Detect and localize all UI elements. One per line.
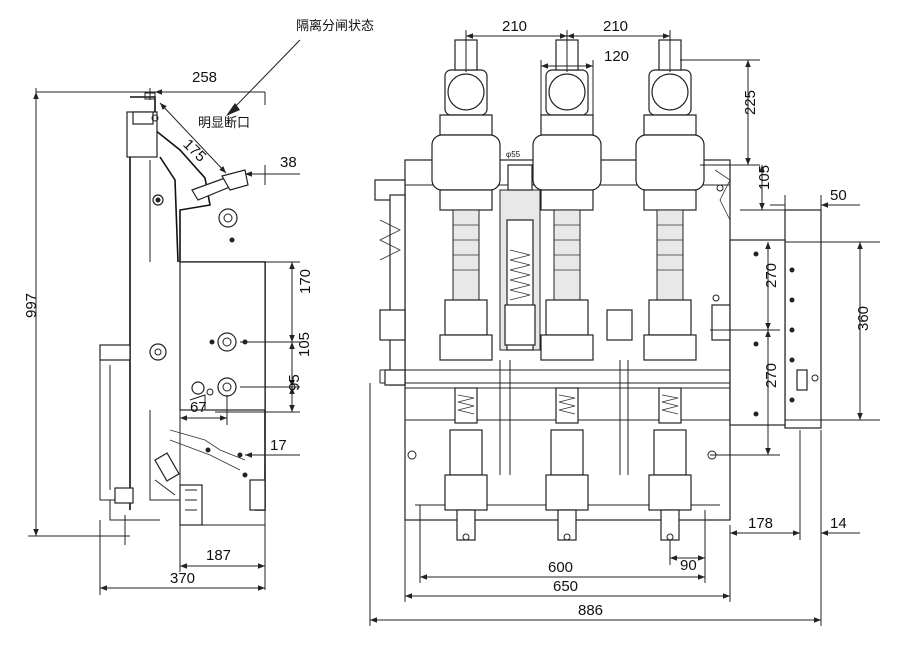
dim-105-side: 105 bbox=[296, 332, 313, 357]
dim-38: 38 bbox=[280, 154, 297, 171]
dim-175: 175 bbox=[180, 136, 210, 166]
phase-pole-middle bbox=[532, 39, 602, 541]
side-dimensions bbox=[28, 39, 301, 595]
dim-178: 178 bbox=[748, 515, 773, 532]
front-labels: 210 210 120 225 105 50 270 270 360 178 1… bbox=[502, 18, 872, 619]
dim-360: 360 bbox=[855, 306, 872, 331]
dim-120: 120 bbox=[604, 48, 629, 65]
dim-90: 90 bbox=[680, 557, 697, 574]
side-labels: 隔离分闸状态 明显断口 258 175 38 997 170 105 95 67… bbox=[23, 18, 374, 587]
dim-258: 258 bbox=[192, 69, 217, 86]
dim-225: 225 bbox=[742, 90, 759, 115]
side-view bbox=[99, 88, 266, 545]
label-isolation-state: 隔离分闸状态 bbox=[296, 18, 374, 33]
dim-270-bottom: 270 bbox=[763, 363, 780, 388]
dim-17: 17 bbox=[270, 437, 287, 454]
dim-14: 14 bbox=[830, 515, 847, 532]
label-visible-break: 明显断口 bbox=[198, 115, 250, 130]
dim-886: 886 bbox=[578, 602, 603, 619]
dim-370: 370 bbox=[170, 570, 195, 587]
dim-997: 997 bbox=[23, 293, 40, 318]
dim-170: 170 bbox=[297, 269, 314, 294]
front-dimensions bbox=[369, 30, 880, 626]
dim-210-right: 210 bbox=[603, 18, 628, 35]
dim-105-front: 105 bbox=[756, 165, 773, 190]
front-view: φ55 bbox=[374, 39, 822, 541]
dim-210-left: 210 bbox=[502, 18, 527, 35]
dim-67: 67 bbox=[190, 399, 207, 416]
label-phi55: φ55 bbox=[506, 150, 521, 159]
dim-650: 650 bbox=[553, 578, 578, 595]
dim-270-top: 270 bbox=[763, 263, 780, 288]
dim-600: 600 bbox=[548, 559, 573, 576]
dim-187: 187 bbox=[206, 547, 231, 564]
dim-50: 50 bbox=[830, 187, 847, 204]
dim-95: 95 bbox=[286, 374, 303, 391]
